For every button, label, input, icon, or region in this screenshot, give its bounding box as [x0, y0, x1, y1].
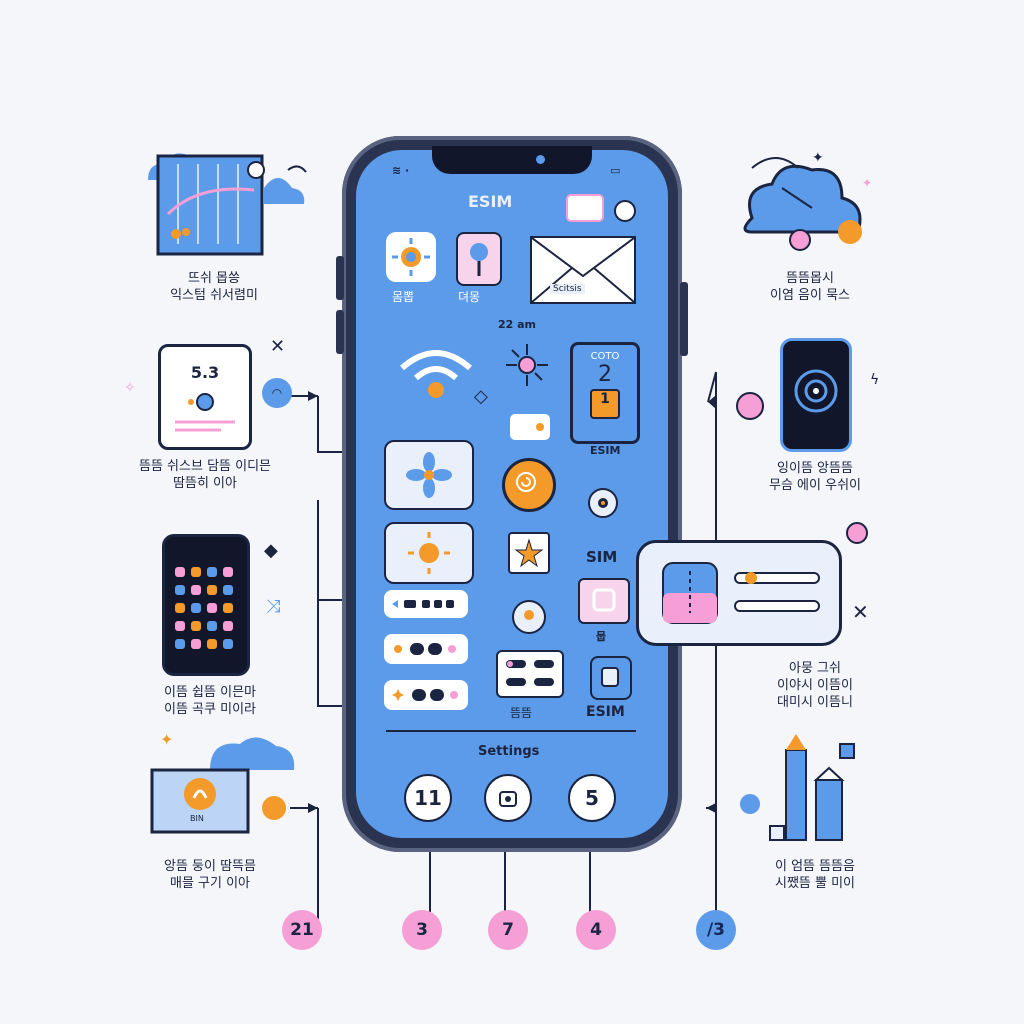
sim-chip-icon [590, 656, 632, 700]
left-caption-3: 이뜸 쉽뜸 이믄마 이뜸 곡쿠 미이라 [164, 685, 256, 717]
volume-up-button[interactable] [336, 256, 344, 300]
esim-card[interactable]: COTO 2 1 [570, 342, 640, 444]
bottom-button-camera[interactable] [484, 774, 532, 822]
sparkle-icon-5: ϟ [870, 372, 880, 388]
badge-21: 21 [282, 910, 322, 950]
left-caption-2: 뜸뜸 쉬스브 담뜸 이디믄 땀뜸히 이아 [139, 459, 271, 491]
card-digit: 2 [598, 362, 612, 387]
toggle-pill[interactable] [510, 414, 550, 440]
list-row-1[interactable] [384, 590, 468, 618]
divider-line [386, 730, 636, 732]
badge-7: 7 [488, 910, 528, 950]
toggle-widget[interactable] [566, 194, 604, 222]
right-node-icon [736, 392, 764, 420]
circle-icon [614, 200, 636, 222]
star-sparkle-icon: ✦ [160, 730, 174, 749]
sim-camera-icon [578, 478, 628, 528]
cloud-chart-illustration [128, 140, 318, 264]
network-node-icon [504, 342, 550, 388]
right-caption-4: 이 엄뜸 뜸뜸음 시쨌뜸 뿔 미이 [774, 859, 856, 891]
monitor-cloud-illustration [150, 730, 300, 844]
badge-slash-3: /3 [696, 910, 736, 950]
right-phone-illustration [780, 338, 852, 452]
app-label-1: 몸뽑 [392, 290, 415, 304]
bottom-button-1[interactable]: 11 [404, 774, 452, 822]
small-phone-illustration [162, 534, 250, 676]
signal-icon: ≋ · [392, 164, 410, 177]
badge-3: 3 [402, 910, 442, 950]
star-badge-icon[interactable] [508, 532, 550, 574]
mail-label: Scitsis [550, 284, 585, 294]
controls-widget[interactable] [496, 650, 564, 698]
volume-down-button[interactable] [336, 310, 344, 354]
diamond-icon: ◇ [474, 386, 488, 407]
sun-badge-icon[interactable] [502, 458, 556, 512]
sun-tile[interactable] [384, 522, 474, 584]
x-mark-icon: ✕ [270, 336, 286, 357]
badge-4: 4 [576, 910, 616, 950]
phone-notch [432, 146, 592, 174]
chart-tools-illustration [730, 730, 880, 854]
card-chip: 1 [590, 389, 620, 419]
flower-tile[interactable] [384, 440, 474, 510]
location-app-icon[interactable] [456, 232, 502, 286]
sun-app-icon[interactable] [386, 232, 436, 282]
monitor-label: BIN [190, 814, 204, 823]
close-icon: ✕ [852, 600, 869, 624]
esim-bottom-label: ESIM [586, 704, 625, 720]
left-caption-1: 뜨쉬 몹씅 익스텀 쉬서렴미 [170, 271, 258, 303]
cloud-network-illustration [732, 148, 882, 262]
settings-panel-card[interactable] [636, 540, 842, 646]
tablet-value: 5.3 [190, 363, 220, 382]
screen-title: ESIM [468, 192, 513, 211]
right-caption-1: 뜸뜸몹시 이염 음이 묵스 [769, 271, 851, 303]
sim-label: SIM [586, 548, 618, 566]
time-label: 22 am [498, 318, 537, 331]
small-label: 뜸뜸 [510, 706, 533, 720]
pink-dot-icon [846, 522, 868, 544]
pink-app-icon[interactable] [578, 578, 630, 624]
left-node-icon: ◠ [262, 378, 292, 408]
app-label-2: 뎌몽 [458, 290, 481, 304]
target-icon[interactable] [512, 600, 546, 634]
mail-envelope-icon[interactable] [530, 236, 636, 304]
pink-app-label: 뭅 [596, 630, 607, 643]
right-caption-3: 아뭉 그쉬 이야시 이뜸이 대미시 이뜸니 [777, 661, 853, 710]
esim-label: ESIM [590, 444, 621, 457]
sparkle-icon: ◆ [264, 540, 278, 561]
power-button[interactable] [680, 282, 688, 356]
left-bottom-node-icon [262, 796, 286, 820]
list-row-3[interactable] [384, 680, 468, 710]
battery-icon: ▭ [610, 164, 621, 177]
left-caption-4: 앙뜸 둥이 땀뜩믐 매믈 구기 이아 [164, 859, 256, 891]
card-code: COTO [590, 351, 620, 362]
sparkle-icon-3: ✦ [862, 176, 873, 190]
sparkle-icon-2: ✦ [812, 150, 824, 166]
wifi-icon [396, 338, 476, 406]
bottom-button-3[interactable]: 5 [568, 774, 616, 822]
settings-label: Settings [478, 744, 540, 759]
list-row-2[interactable] [384, 634, 468, 664]
tablet-illustration: 5.3 [158, 344, 252, 450]
cross-arrows-icon: ⤨ [266, 596, 281, 617]
front-camera-icon [536, 155, 545, 164]
sparkle-icon-4: ✧ [124, 380, 136, 396]
right-caption-2: 잉이뜸 앙뜸뜸 무슴 에이 우쉬이 [769, 461, 861, 493]
